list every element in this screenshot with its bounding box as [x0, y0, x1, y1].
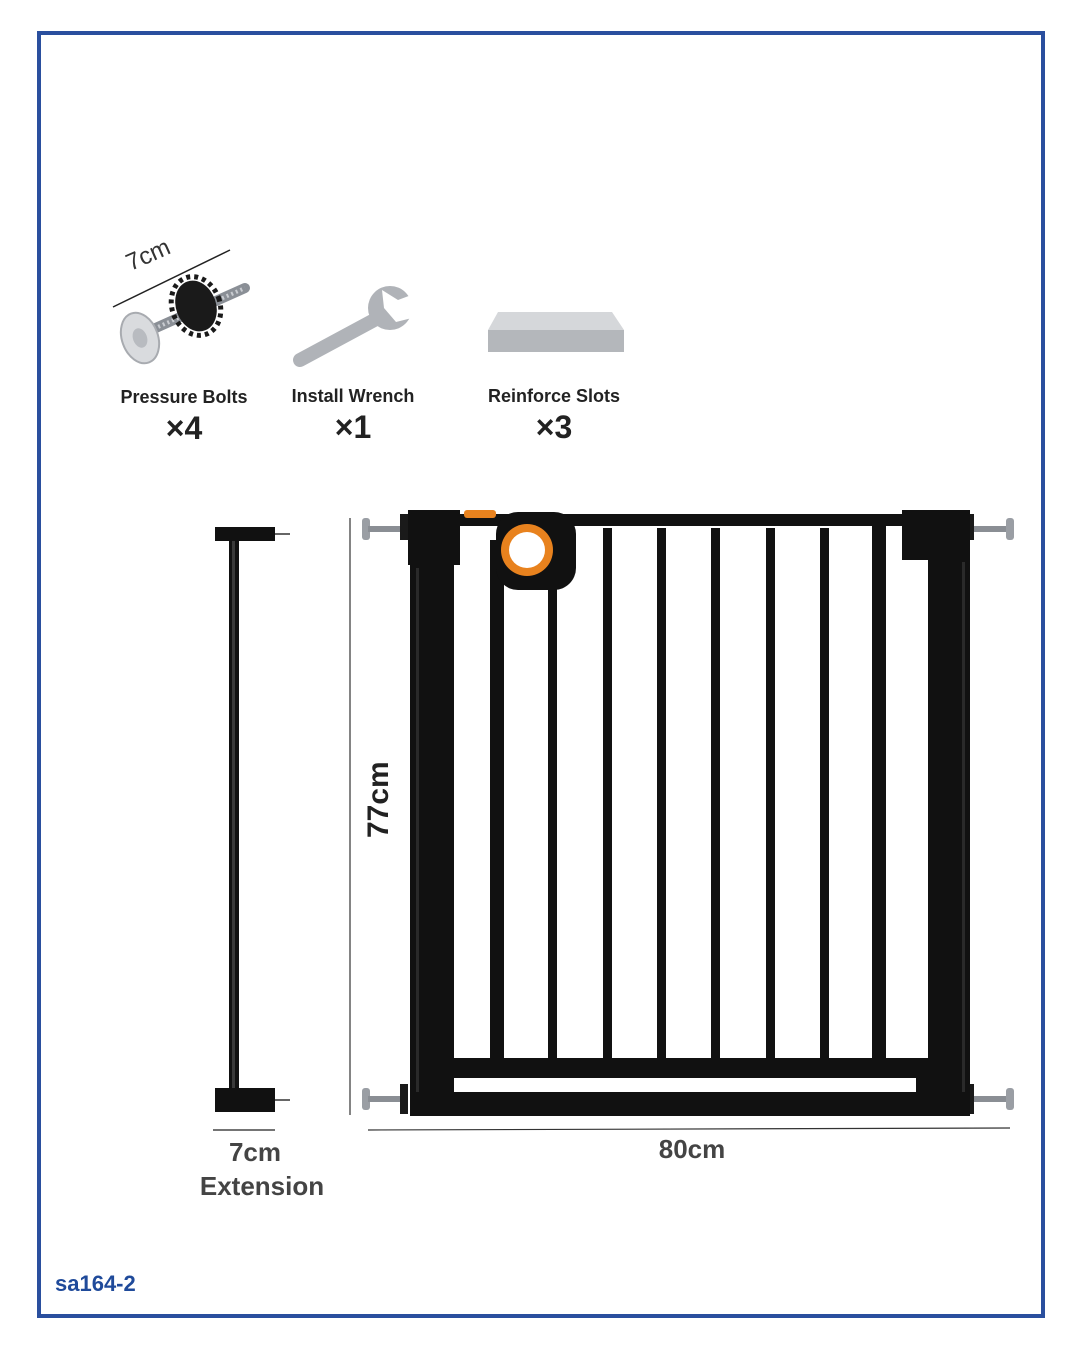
gate-height-label: 77cm [362, 761, 395, 838]
safety-gate [362, 510, 1014, 1116]
reinforce-slot-icon [488, 312, 624, 352]
extension-width-label: 7cm [228, 1137, 282, 1167]
pressure-bolt-icon [112, 249, 250, 365]
width-dimension-line [367, 1127, 1011, 1131]
wrench-icon [293, 286, 414, 367]
accessory-name-pressure-bolts: Pressure Bolts [120, 387, 248, 407]
accessory-name-install-wrench: Install Wrench [291, 386, 415, 406]
accessory-qty-pressure-bolts: ×4 [165, 410, 203, 446]
page-border [37, 31, 1045, 1318]
extension-piece [213, 527, 290, 1131]
gate-width-label: 80cm [658, 1134, 726, 1164]
product-code: sa164-2 [55, 1271, 136, 1296]
accessory-qty-install-wrench: ×1 [334, 409, 372, 445]
accessory-qty-reinforce-slots: ×3 [535, 409, 573, 445]
extension-label: Extension [199, 1171, 325, 1201]
accessory-name-reinforce-slots: Reinforce Slots [487, 386, 621, 406]
